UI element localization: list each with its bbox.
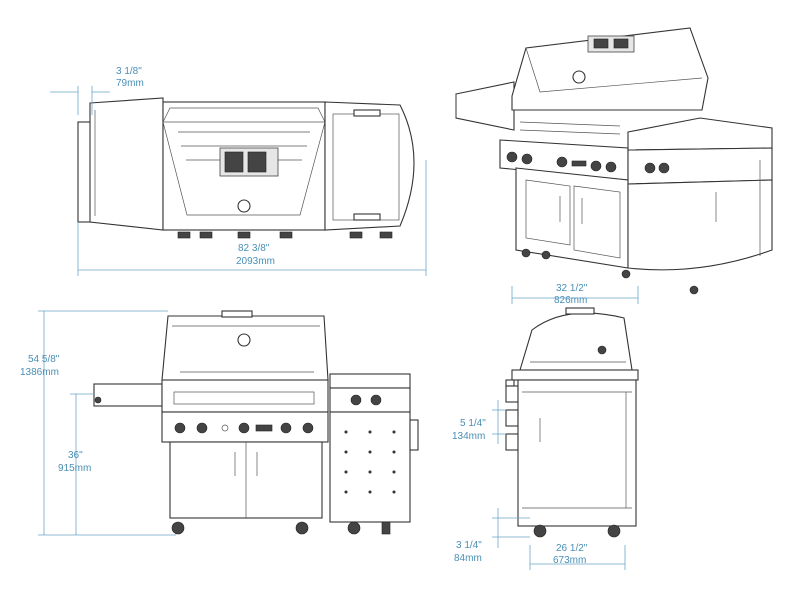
side-base-in: 26 1/2" bbox=[556, 543, 588, 554]
isometric-view bbox=[455, 27, 773, 295]
front-height-total-mm: 1386mm bbox=[20, 367, 59, 378]
side-view bbox=[492, 286, 639, 570]
side-base-mm: 673mm bbox=[553, 555, 586, 566]
side-depth-in: 32 1/2" bbox=[556, 283, 588, 294]
side-shelf-in: 5 1/4" bbox=[460, 418, 486, 429]
front-view bbox=[38, 310, 419, 536]
side-shelf-mm: 134mm bbox=[452, 431, 485, 442]
side-caster-in: 3 1/4" bbox=[456, 540, 482, 551]
top-width-mm: 2093mm bbox=[236, 256, 275, 267]
top-view bbox=[50, 86, 427, 276]
front-counter-in: 36" bbox=[68, 450, 83, 461]
top-width-in: 82 3/8" bbox=[238, 243, 270, 254]
top-handle-mm: 79mm bbox=[116, 78, 144, 89]
top-handle-in: 3 1/8" bbox=[116, 66, 142, 77]
front-counter-mm: 915mm bbox=[58, 463, 91, 474]
side-depth-mm: 826mm bbox=[554, 295, 587, 306]
front-height-total-in: 54 5/8" bbox=[28, 354, 60, 365]
side-caster-mm: 84mm bbox=[454, 553, 482, 564]
